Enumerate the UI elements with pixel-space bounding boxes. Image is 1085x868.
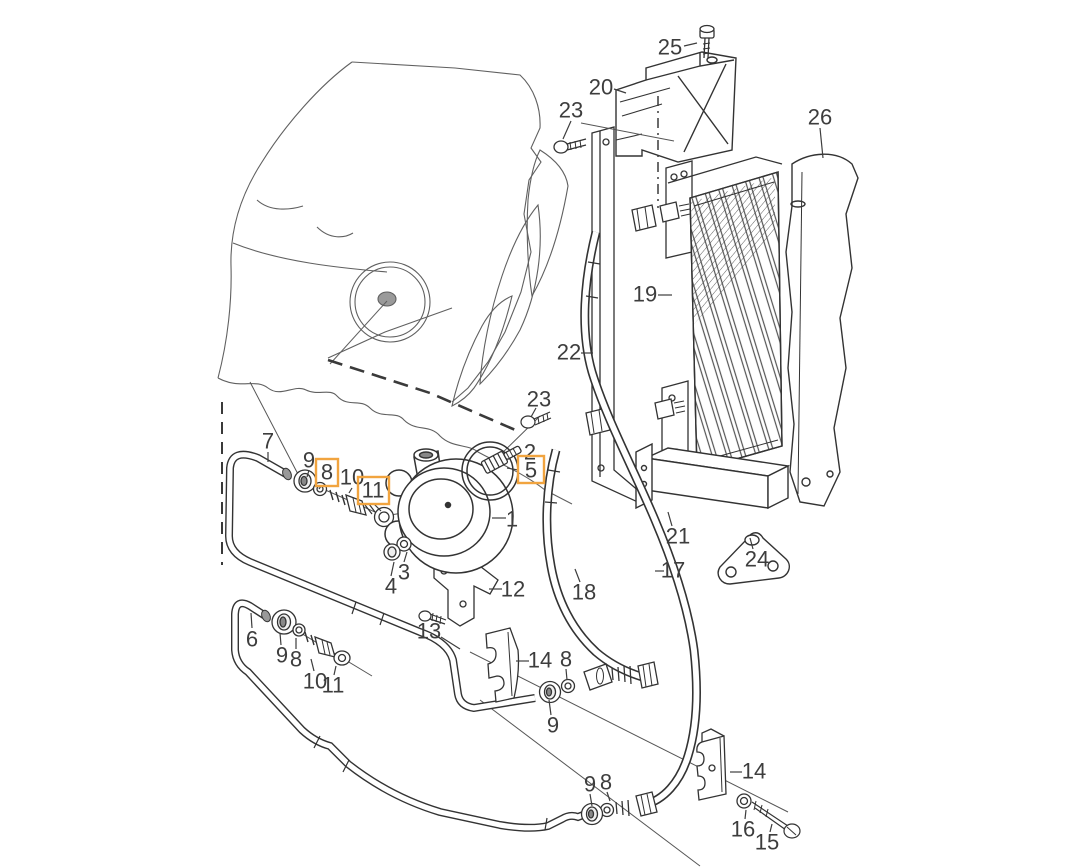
callout-label-5-8[interactable]: 5 [525,458,537,483]
oil-cooler-core-19 [689,171,783,471]
bolt-5-spring [480,445,522,474]
nuts-3-4 [383,536,412,561]
callout-label-7-9: 7 [262,429,274,454]
callout-label-8-20: 8 [560,647,572,672]
callout-leader-9 [548,699,552,716]
callout-leader-21 [667,511,673,527]
pipe-6 [231,599,598,832]
callout-leader-25 [683,42,698,47]
callout-leader-9 [306,469,310,478]
callout-label-22-5: 22 [557,340,581,365]
callout-leader-26 [819,127,824,159]
highlight-box-8[interactable] [314,457,340,488]
callout-label-14-33: 14 [742,759,766,784]
callout-leader-11 [333,665,337,676]
side-panel-26 [785,153,859,507]
callout-label-23-6: 23 [527,387,551,412]
callout-label-6-26: 6 [246,627,258,652]
fitting-chain-mid [538,661,659,704]
callout-label-16-34: 16 [731,817,755,842]
hose-18 [542,448,648,683]
hose-17 [580,230,701,810]
callout-leader-5 [506,467,519,471]
callout-leader-3 [403,551,408,563]
cooler-top-fittings [631,201,691,232]
callout-label-9-27: 9 [276,643,288,668]
callout-label-4-16: 4 [385,574,397,599]
callout-leader-8 [606,791,611,802]
callout-label-1-14: 1 [506,507,518,532]
callout-leader-8 [565,668,568,681]
callout-label-11-13[interactable]: 11 [362,478,385,503]
callout-label-24-25: 24 [745,547,769,572]
callout-leader-23 [562,120,572,140]
bolt-25 [699,24,715,59]
leader-23-long [580,122,675,142]
phantom-dashed-lines [221,358,521,565]
callout-label-19-4: 19 [633,282,657,307]
callout-leader-16 [744,809,747,820]
callout-label-9-21: 9 [547,713,559,738]
callout-label-15-35: 15 [755,830,779,855]
pipe-7 [224,450,536,713]
callout-leader-10 [310,658,315,672]
washer-16 [736,793,752,809]
engine-boss-outer [349,261,431,343]
callout-label-18-22: 18 [572,580,596,605]
callout-label-8-28: 8 [290,647,302,672]
callout-leader-9 [279,632,282,646]
callout-label-12-17: 12 [501,577,525,602]
clamp-14-mid [485,627,520,703]
highlight-box-5[interactable] [516,454,546,485]
bolt-13 [418,610,447,625]
callout-label-11-30: 11 [322,673,345,698]
callout-label-20-1: 20 [589,75,613,100]
callout-label-26-3: 26 [808,105,832,130]
callout-leader-9 [589,793,593,807]
callout-label-25-0: 25 [658,35,682,60]
highlight-box-11[interactable] [356,475,391,506]
callout-label-9-31: 9 [584,772,596,797]
callout-label-13-18: 13 [417,619,441,644]
callout-leader-13 [440,636,461,650]
fitting-chain-bottom [580,791,658,826]
callout-leader-15 [769,823,773,833]
callout-leader-6 [250,612,253,629]
top-bracket-20 [615,51,737,163]
callout-label-21-24: 21 [666,524,690,549]
bolt-23-top [553,138,587,154]
callout-leader-24 [749,537,754,550]
bolt-15 [751,800,801,839]
fitting-chain-lower [271,609,351,666]
callout-label-8-11[interactable]: 8 [321,460,333,485]
callout-label-10-29: 10 [303,669,327,694]
callout-label-9-10: 9 [303,448,315,473]
clamp-14-bottom [696,728,727,801]
callout-label-23-2: 23 [559,98,583,123]
callout-label-3-15: 3 [398,560,410,585]
callout-leader-10 [348,487,353,494]
callout-leader-4 [390,561,395,577]
callout-leader-18 [574,568,581,583]
engine-block-outline [217,61,573,505]
callout-label-8-32: 8 [600,770,612,795]
callout-leader-23 [530,407,537,418]
callout-label-14-19: 14 [528,648,552,673]
callout-label-2-7: 2 [524,440,536,465]
callout-label-17-23: 17 [661,558,685,583]
callout-leader-20 [613,88,627,94]
bolt-23-mid [520,411,552,429]
oil-pump-1 [384,448,514,574]
